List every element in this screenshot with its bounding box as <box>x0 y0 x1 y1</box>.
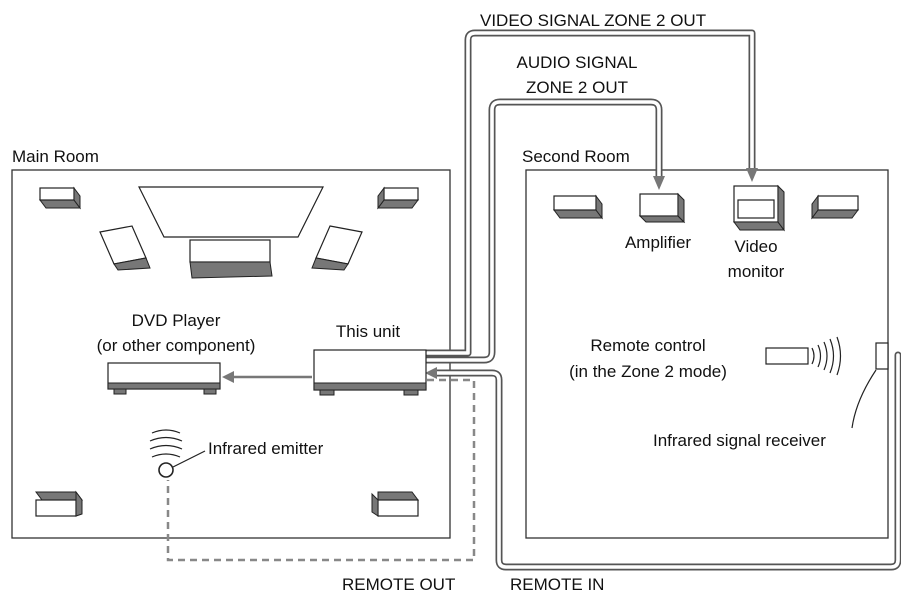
audio-zone2-cable <box>423 98 665 364</box>
video-monitor-label-line2: monitor <box>728 262 785 281</box>
center-right-speaker <box>311 225 363 271</box>
surround-right-speaker <box>371 491 419 517</box>
audio-cable-arrowhead <box>653 176 665 190</box>
amplifier-label: Amplifier <box>625 233 691 252</box>
infrared-receiver-device <box>851 342 889 429</box>
unit-to-dvd-arrowhead <box>222 371 234 383</box>
center-speaker <box>189 239 273 279</box>
dvd-player-label-line1: DVD Player <box>132 311 221 330</box>
remote-in-cable <box>425 351 901 571</box>
main-room-label: Main Room <box>12 147 99 166</box>
infrared-emitter-device <box>149 429 206 478</box>
video-signal-label: VIDEO SIGNAL ZONE 2 OUT <box>480 11 706 30</box>
surround-left-speaker <box>35 490 83 517</box>
amplifier-device <box>638 192 686 224</box>
second-room-label: Second Room <box>522 147 630 166</box>
remote-in-label: REMOTE IN <box>510 575 604 594</box>
video-zone2-cable <box>423 29 758 357</box>
second-room-right-speaker <box>811 194 859 220</box>
video-monitor-label-line1: Video <box>734 237 777 256</box>
remote-control-label-line1: Remote control <box>590 336 705 355</box>
second-room-outline <box>525 169 889 539</box>
remote-out-label: REMOTE OUT <box>342 575 455 594</box>
front-right-speaker <box>377 186 419 210</box>
infrared-emitter-label: Infrared emitter <box>208 439 324 458</box>
audio-signal-label-line2: ZONE 2 OUT <box>526 78 628 97</box>
remote-control-label-line2: (in the Zone 2 mode) <box>569 362 727 381</box>
video-cable-arrowhead <box>746 168 758 182</box>
video-monitor-device <box>733 184 785 232</box>
this-unit-label: This unit <box>336 322 401 341</box>
center-left-speaker <box>99 225 151 271</box>
audio-signal-label-line1: AUDIO SIGNAL <box>517 53 638 72</box>
infrared-receiver-label: Infrared signal receiver <box>653 431 826 450</box>
projection-screen <box>138 186 324 238</box>
second-room-left-speaker <box>553 194 603 220</box>
remote-in-arrowhead <box>425 367 437 379</box>
front-left-speaker <box>39 186 81 210</box>
remote-control-device <box>765 336 842 376</box>
dvd-player-label-line2: (or other component) <box>97 336 256 355</box>
dvd-player-device <box>107 362 221 395</box>
this-unit-device <box>313 349 427 396</box>
